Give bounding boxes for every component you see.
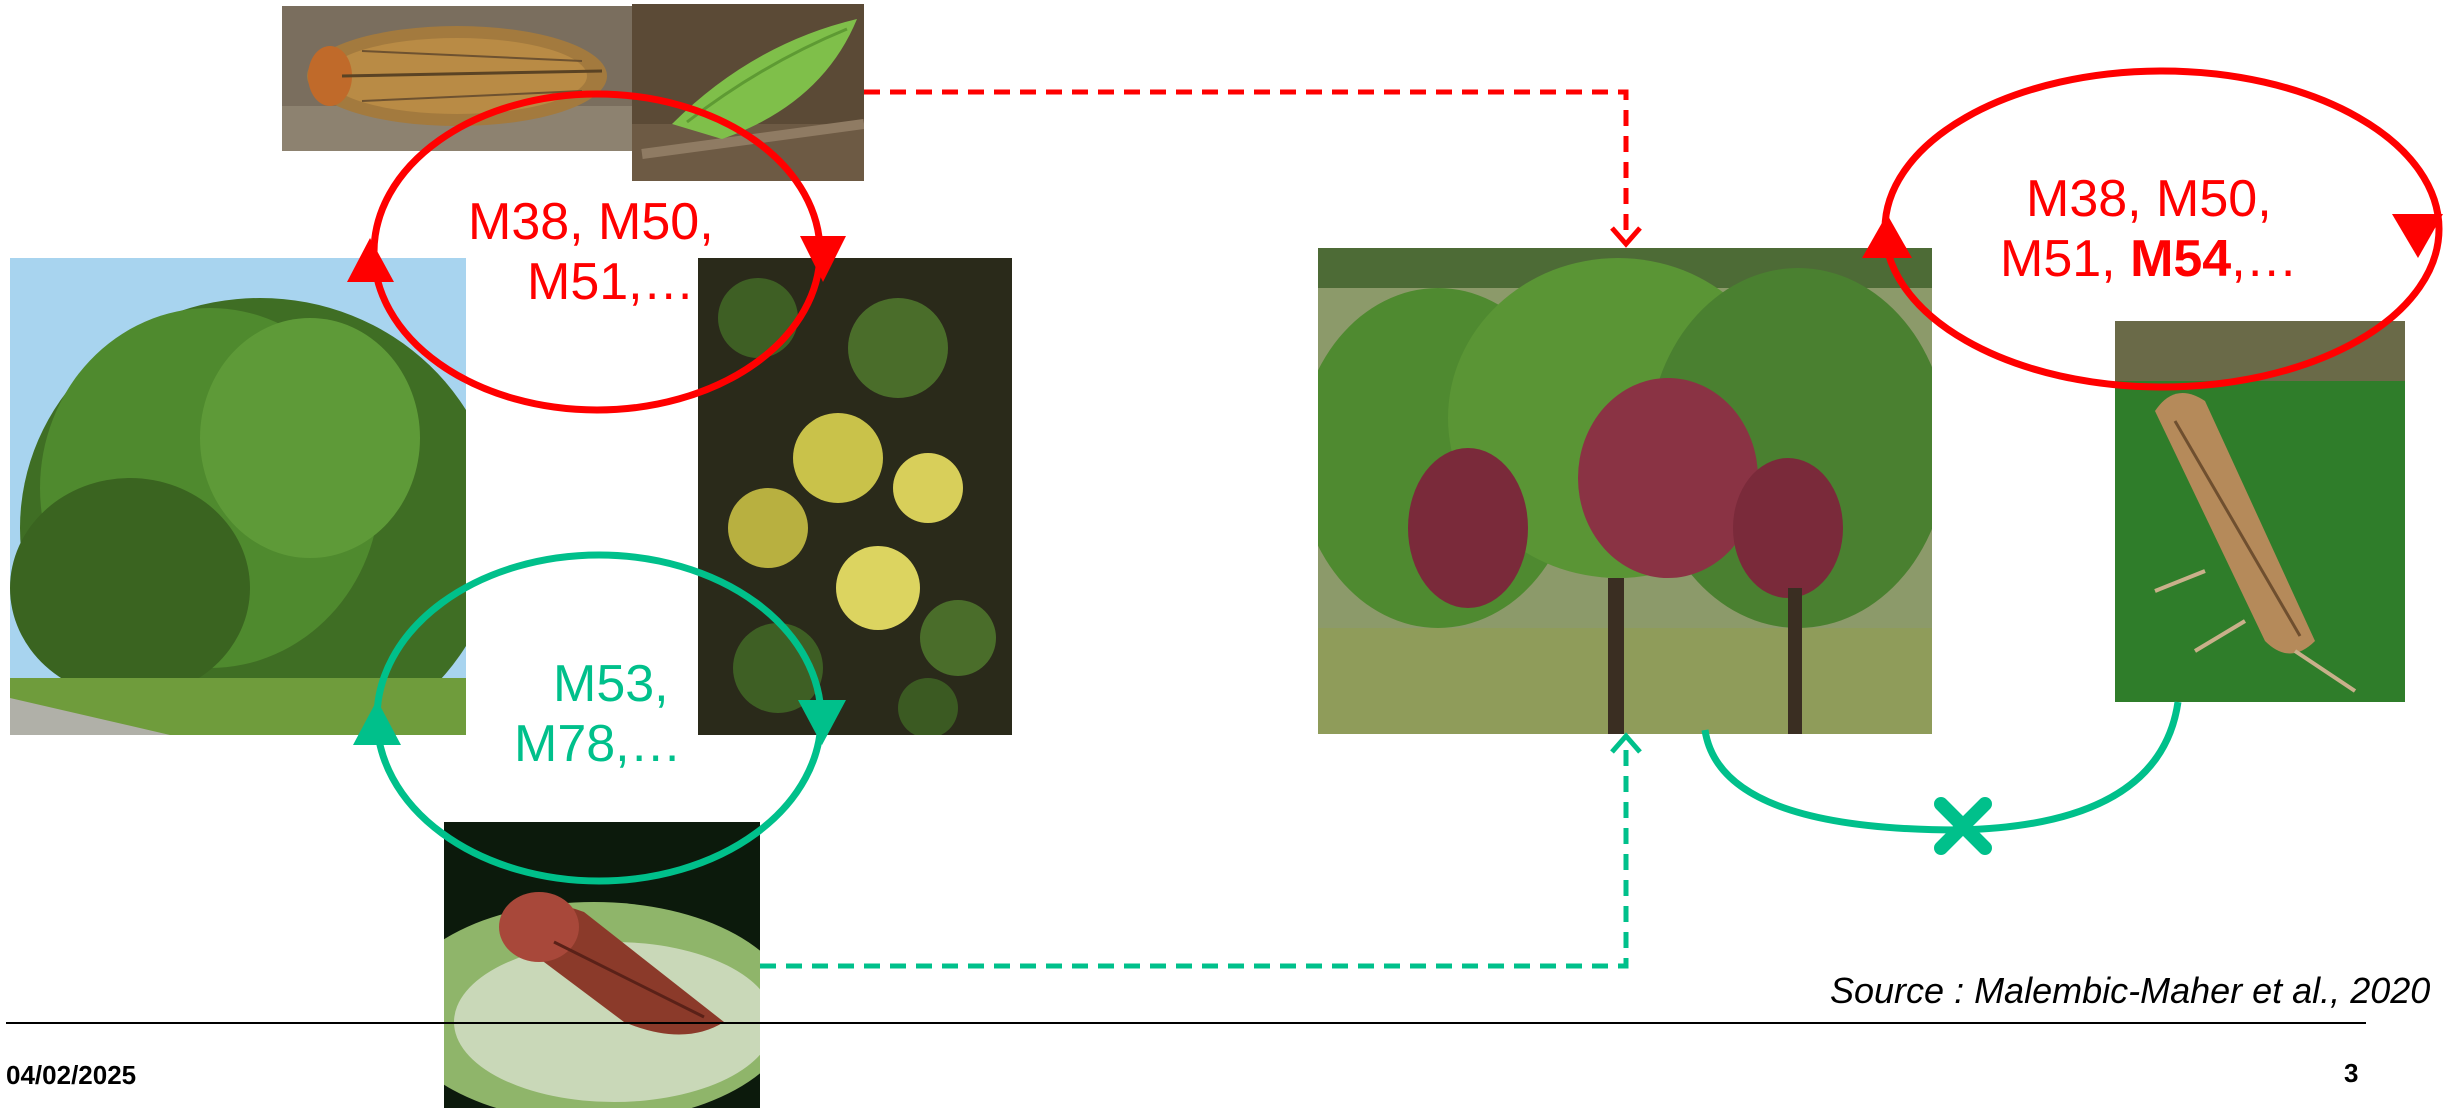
x-mark-icon bbox=[1941, 804, 1985, 848]
green-cycle-left-label-line1: M53, bbox=[514, 655, 682, 715]
green-cycle-left-label-line2: M78,… bbox=[514, 715, 682, 775]
footer-date: 04/02/2025 bbox=[6, 1060, 136, 1091]
red-cycle-right-label-prefix: M51, bbox=[2000, 230, 2130, 288]
red-cycle-right-label: M38, M50, M51, M54,… bbox=[2000, 170, 2298, 290]
red-cycle-right-label-line1: M38, M50, bbox=[2000, 170, 2298, 230]
photo-leafhopper-brown-mottled bbox=[282, 6, 634, 151]
footer-page-number: 3 bbox=[2344, 1058, 2358, 1089]
photo-planthopper-reddish bbox=[444, 822, 760, 1108]
photo-shrub bbox=[10, 258, 466, 735]
red-cycle-right-arrow-down bbox=[2392, 214, 2443, 258]
green-cycle-left-label: M53, M78,… bbox=[514, 655, 682, 775]
photo-leafhopper-green bbox=[632, 4, 864, 181]
red-cycle-right-label-line2: M51, M54,… bbox=[2000, 230, 2298, 290]
red-cycle-right-label-suffix: ,… bbox=[2231, 230, 2297, 288]
red-dashed-connector bbox=[864, 92, 1626, 238]
photo-vineyard-symptomatic-vine bbox=[1318, 248, 1932, 734]
footer-divider bbox=[6, 1022, 2366, 1024]
red-cycle-left-label: M38, M50, M51,… bbox=[468, 193, 714, 313]
source-citation: Source : Malembic-Maher et al., 2020 bbox=[1830, 970, 2430, 1012]
red-cycle-left-label-line2: M51,… bbox=[468, 253, 714, 313]
green-dashed-connector bbox=[760, 744, 1626, 966]
photo-vector-leafhopper-right bbox=[2115, 321, 2405, 702]
red-cycle-left-label-line1: M38, M50, bbox=[468, 193, 714, 253]
photo-host-plant-yellowing bbox=[698, 258, 1012, 735]
red-cycle-right-label-bold: M54 bbox=[2130, 230, 2231, 288]
